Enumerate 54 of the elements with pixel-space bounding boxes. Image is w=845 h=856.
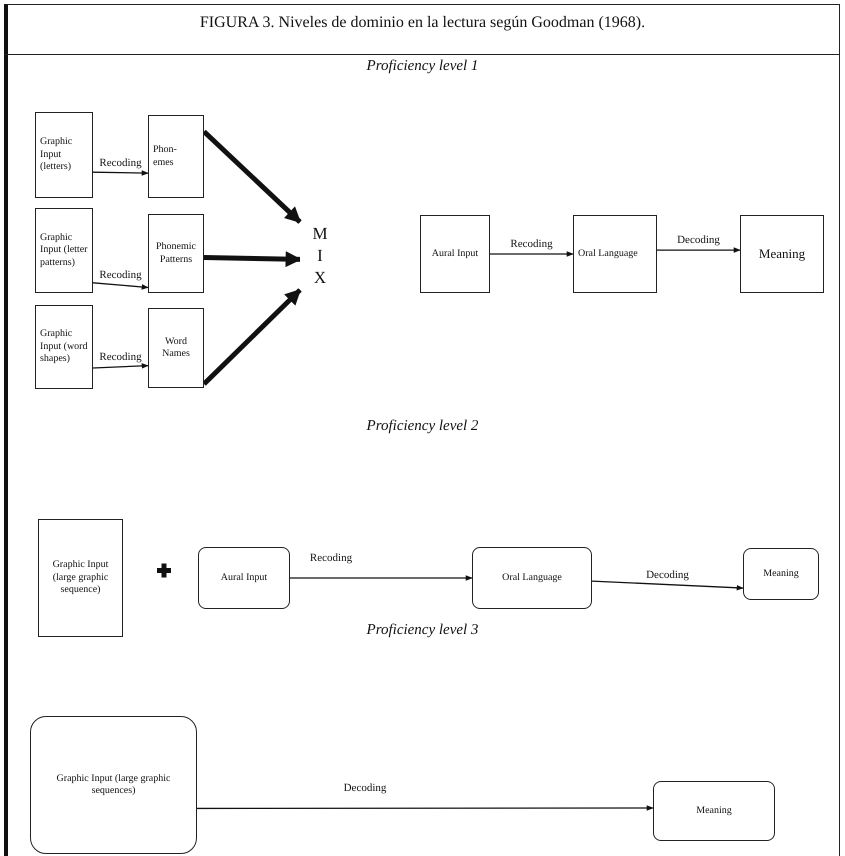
box-label: Oral Language — [578, 248, 638, 260]
thick-arrow — [202, 130, 302, 224]
box-label: Graphic Input (large graphic sequence) — [52, 559, 110, 597]
process-box — [38, 519, 123, 637]
box-label: Graphic Input (large graphic sequences) — [56, 772, 172, 798]
arrow — [290, 575, 473, 581]
box-label: Meaning — [758, 246, 806, 262]
process-box — [148, 214, 204, 293]
figure-title: FIGURA 3. Niveles de dominio en la lectura según Goodman (1968). — [200, 14, 646, 31]
box-label: Phon- emes — [153, 144, 178, 169]
edge-label: Recoding — [509, 238, 554, 250]
edge-label: Decoding — [342, 782, 388, 794]
process-box — [35, 305, 93, 389]
arrow — [592, 580, 744, 591]
arrow — [92, 363, 149, 369]
mix-label: MIX — [312, 222, 328, 290]
arrow — [657, 247, 741, 253]
section-heading: Proficiency level 3 — [366, 622, 478, 638]
edge-label: Recoding — [98, 269, 143, 282]
edge-label: Recoding — [98, 156, 143, 169]
rounded-box — [743, 548, 819, 600]
edge-label: Recoding — [98, 350, 143, 363]
process-box — [148, 308, 204, 388]
rounded-box — [30, 716, 197, 854]
edge-label: Recoding — [308, 552, 354, 564]
box-label: Phonemic Patterns — [155, 241, 197, 266]
process-box — [740, 215, 824, 293]
box-label: Aural Input — [432, 248, 478, 260]
thick-arrow — [202, 288, 302, 386]
box-label: Graphic Input (letters) — [40, 136, 74, 174]
box-label: Graphic Input (word shapes) — [40, 328, 88, 366]
edge-label: Decoding — [676, 234, 721, 246]
box-label: Graphic Input (letter patterns) — [40, 232, 88, 270]
arrow — [92, 282, 149, 290]
arrow — [92, 170, 149, 176]
arrow — [490, 251, 574, 257]
process-box — [35, 112, 93, 198]
box-label: Meaning — [696, 804, 732, 818]
process-box — [35, 208, 93, 293]
process-box — [420, 215, 490, 293]
rounded-box — [472, 547, 592, 609]
rounded-box — [198, 547, 290, 609]
section-heading: Proficiency level 1 — [366, 58, 478, 74]
section-heading: Proficiency level 2 — [366, 418, 478, 434]
process-box — [148, 115, 204, 198]
edge-label: Decoding — [645, 568, 690, 581]
process-box — [573, 215, 657, 293]
box-label: Meaning — [763, 568, 799, 580]
box-label: Aural Input — [220, 572, 268, 584]
thick-arrow — [204, 251, 302, 268]
arrow — [197, 805, 654, 811]
box-label: Word Names — [161, 336, 191, 360]
box-label: Oral Language — [502, 572, 562, 584]
rounded-box — [653, 781, 775, 841]
